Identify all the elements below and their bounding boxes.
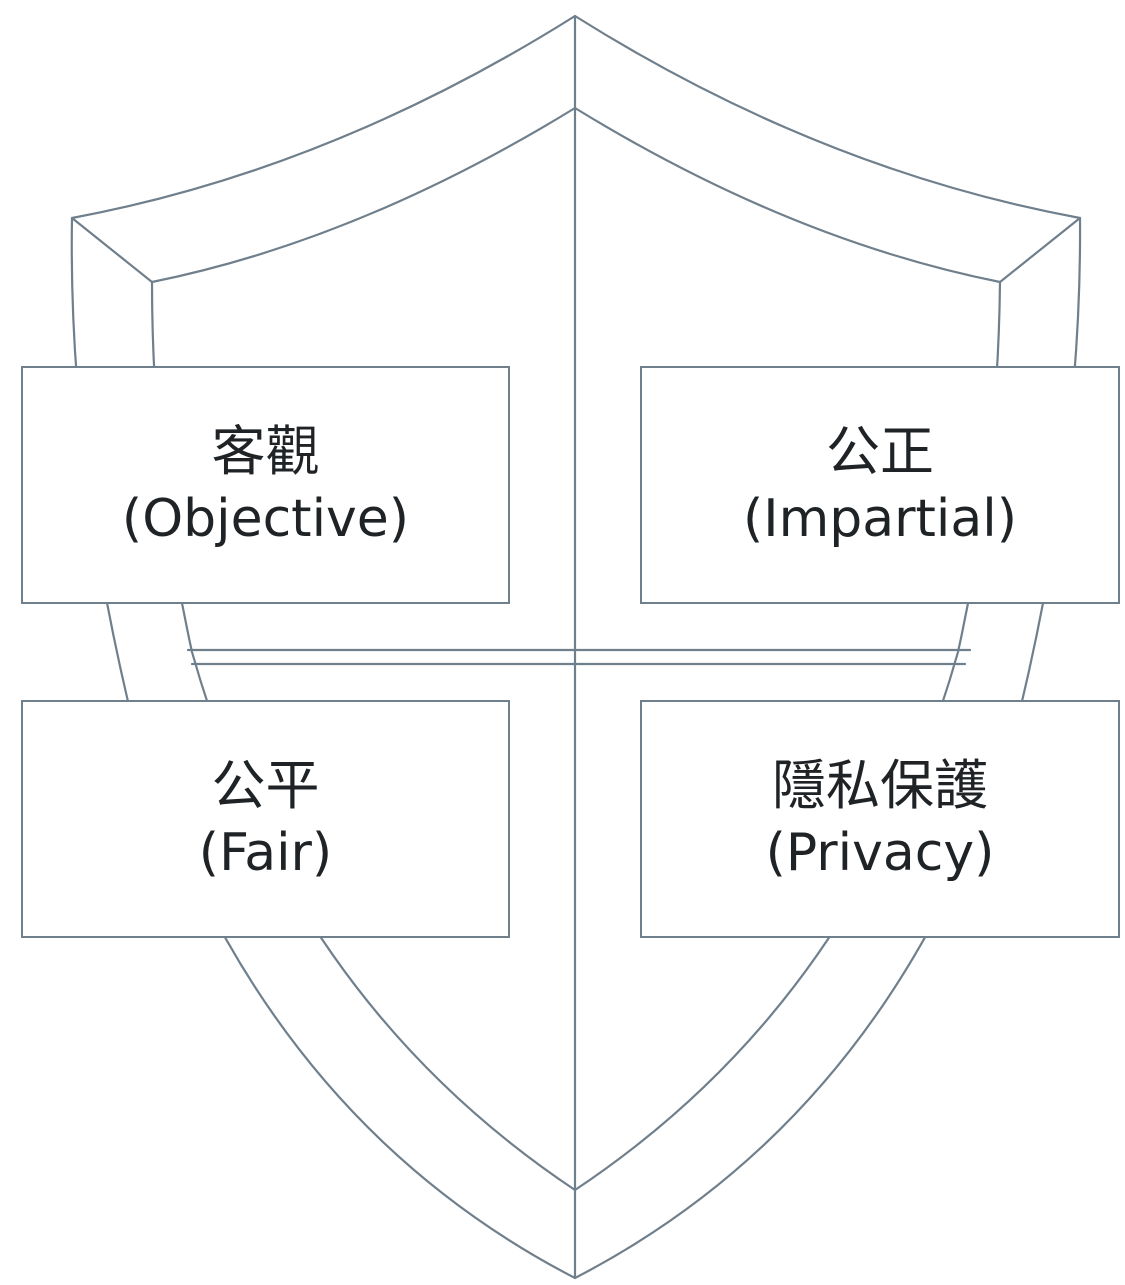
value-label-zh: 隱私保護 xyxy=(772,753,988,817)
value-label-zh: 公正 xyxy=(826,419,934,483)
shield-bevel-left xyxy=(70,216,154,284)
value-label-en: (Privacy) xyxy=(765,823,995,884)
value-box-fair: 公平 (Fair) xyxy=(21,700,510,938)
value-label-en: (Objective) xyxy=(121,489,410,550)
value-box-objective: 客觀 (Objective) xyxy=(21,366,510,604)
value-box-impartial: 公正 (Impartial) xyxy=(640,366,1120,604)
shield-bevel-right xyxy=(998,216,1082,284)
value-label-zh: 客觀 xyxy=(211,419,320,483)
value-label-en: (Fair) xyxy=(198,823,333,884)
value-label-en: (Impartial) xyxy=(743,489,1017,550)
value-box-privacy: 隱私保護 (Privacy) xyxy=(640,700,1120,938)
value-label-zh: 公平 xyxy=(211,753,320,817)
